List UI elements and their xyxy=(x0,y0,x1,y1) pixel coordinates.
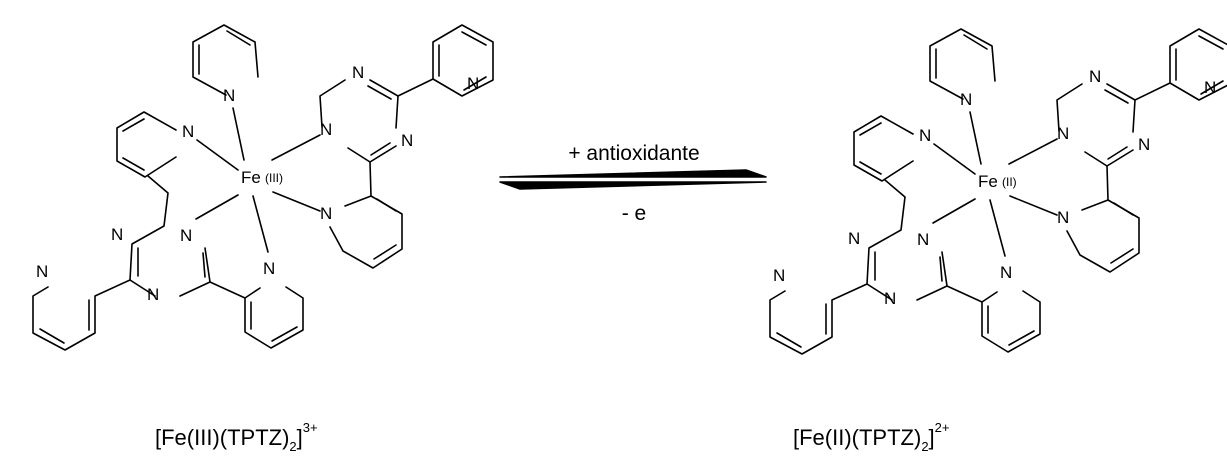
atom-n: N xyxy=(223,86,235,105)
atom-n: N xyxy=(401,131,413,150)
atom-n: N xyxy=(182,122,194,141)
atom-n: N xyxy=(960,90,972,109)
forward-label: + antioxidante xyxy=(568,142,699,165)
atom-n: N xyxy=(320,204,332,223)
atom-n: N xyxy=(263,259,275,278)
oxidation-state: (II) xyxy=(1002,175,1017,189)
atom-n: N xyxy=(1000,263,1012,282)
atom-n: N xyxy=(1204,78,1216,97)
atom-n: N xyxy=(111,225,123,244)
atom-n: N xyxy=(1057,124,1069,143)
fe3-tptz-complex: N N N N N N N N N N N N Fe (III) xyxy=(32,24,494,351)
atom-n: N xyxy=(773,266,785,285)
atom-n: N xyxy=(919,126,931,145)
atom-n: N xyxy=(36,262,48,281)
reverse-label: - e xyxy=(622,202,647,225)
fe2-tptz-complex: N N N N N N N N N N N N Fe (II) xyxy=(769,28,1227,355)
forward-arrow xyxy=(499,169,767,178)
atom-n: N xyxy=(1138,135,1150,154)
atom-fe: Fe xyxy=(978,172,998,191)
atom-n: N xyxy=(1057,208,1069,227)
left-complex-label: [Fe(III)(TPTZ)2]3+ xyxy=(155,420,318,454)
atom-n: N xyxy=(320,120,332,139)
atom-n: N xyxy=(467,74,479,93)
atom-fe: Fe xyxy=(241,168,261,187)
atom-n: N xyxy=(352,63,364,82)
bond-skeleton xyxy=(32,24,494,351)
atom-n: N xyxy=(848,229,860,248)
equilibrium-arrows: + antioxidante - e xyxy=(499,142,767,225)
atom-n: N xyxy=(1089,67,1101,86)
atom-n: N xyxy=(180,226,192,245)
atom-n: N xyxy=(917,230,929,249)
right-complex-label: [Fe(II)(TPTZ)2]2+ xyxy=(793,420,950,454)
bond-skeleton xyxy=(769,28,1227,355)
atom-n: N xyxy=(147,285,159,304)
oxidation-state: (III) xyxy=(265,171,283,185)
reverse-arrow xyxy=(499,181,767,190)
atom-n: N xyxy=(884,289,896,308)
